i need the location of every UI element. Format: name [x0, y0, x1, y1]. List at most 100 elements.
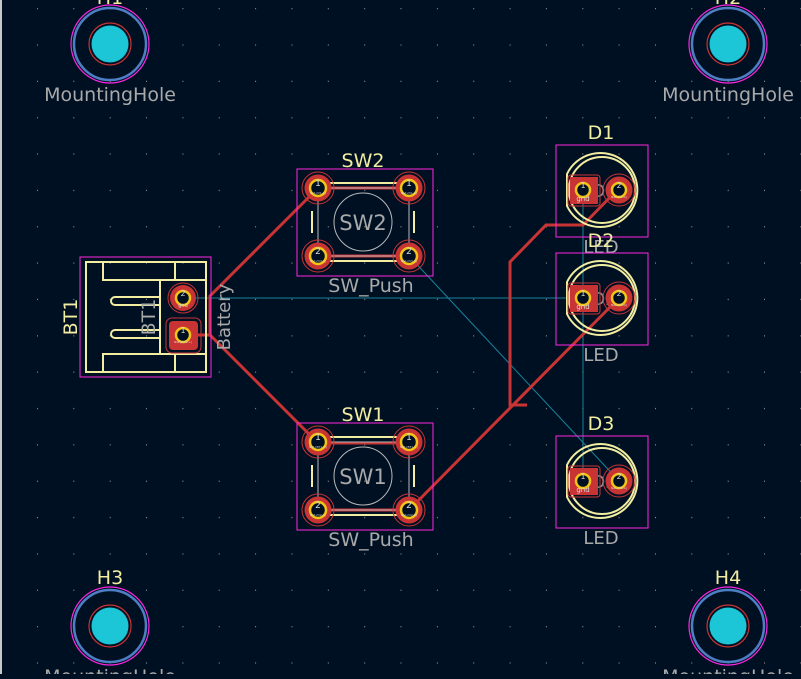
grid-dot — [727, 480, 729, 482]
grid-dot — [436, 626, 438, 628]
track-d1-route[interactable] — [508, 186, 621, 407]
grid-dot — [545, 8, 547, 10]
grid-dot — [255, 80, 257, 82]
grid-dot — [655, 589, 656, 591]
grid-dot — [291, 80, 293, 82]
grid-dot — [618, 262, 620, 264]
grid-dot — [582, 662, 584, 664]
grid-dot — [37, 189, 38, 192]
grid-dot — [509, 444, 511, 446]
grid-dot — [473, 371, 475, 373]
grid-dot — [182, 80, 184, 82]
grid-dot — [364, 553, 366, 555]
grid-dot — [146, 153, 147, 155]
grid-dot — [436, 153, 438, 155]
pad-net: Net-(D3-A) — [401, 259, 417, 263]
footprint-sw2[interactable]: SW2SW2SW_Push1Net-(D1-A)1Net-(D1-A)2Net-… — [296, 150, 434, 297]
grid-dot — [146, 407, 147, 410]
footprint-mounting-hole-h3[interactable]: H3MountingHole — [44, 567, 176, 679]
grid-dot — [109, 262, 111, 264]
grid-dot — [255, 262, 257, 264]
grid-dot — [400, 8, 402, 10]
grid-dot — [473, 153, 475, 155]
grid-dot — [727, 516, 729, 519]
grid-dot — [691, 8, 693, 10]
grid-dot — [218, 371, 220, 373]
grid-dot — [436, 262, 438, 264]
switch-reference: SW2 — [342, 150, 385, 172]
grid-dot — [691, 444, 693, 446]
pad-number: 2 — [315, 501, 321, 511]
grid-dot — [691, 262, 693, 264]
grid-dot — [73, 8, 75, 10]
grid-dot — [582, 626, 584, 628]
grid-dot — [618, 226, 620, 228]
led-reference: D2 — [588, 230, 615, 252]
grid-dot — [73, 371, 75, 373]
pad-bt1-1[interactable]: 1 Net-(BT1-+) — [165, 317, 202, 354]
track-bt1-plus-to-sw1[interactable] — [183, 333, 320, 445]
grid-dot — [545, 298, 547, 301]
footprint-mounting-hole-h2[interactable]: H2MountingHole — [662, 0, 794, 106]
grid-dot — [291, 298, 293, 301]
grid-dot — [218, 117, 220, 119]
grid-dot — [146, 117, 147, 119]
grid-dot — [291, 262, 293, 264]
courtyard — [555, 144, 649, 238]
grid-dot — [255, 8, 257, 10]
grid-dot — [727, 153, 729, 155]
grid-dot — [655, 80, 656, 82]
pad-net: Net-(D2-A) — [310, 513, 326, 517]
hole-reference: H3 — [97, 567, 123, 589]
grid-dot — [146, 298, 147, 301]
led-value: LED — [583, 345, 618, 366]
footprint-sw1[interactable]: SW1SW1SW_Push1Net-(BT1-+)1Net-(BT1-+)2Ne… — [296, 404, 434, 551]
grid-dot — [255, 444, 257, 446]
grid-dot — [37, 117, 38, 119]
grid-dot — [436, 117, 438, 119]
grid-dot — [655, 335, 656, 337]
pad-net: Net-(D1-A) — [310, 191, 326, 195]
grid-dot — [37, 153, 38, 155]
grid-dot — [218, 480, 220, 482]
grid-dot — [37, 662, 38, 664]
grid-dot — [255, 226, 257, 228]
pad-number: 2 — [616, 181, 621, 190]
grid-dot — [37, 626, 38, 628]
pad-bt1-2[interactable]: 2 gnd — [167, 282, 199, 314]
grid-dot — [291, 407, 293, 410]
grid-dot — [509, 153, 511, 155]
grid-dot — [618, 8, 620, 10]
grid-dot — [473, 335, 475, 337]
grid-dot — [655, 553, 656, 555]
hole-drill — [91, 607, 129, 645]
grid-dot — [727, 117, 729, 119]
grid-dot — [37, 553, 38, 555]
grid-dot — [400, 407, 402, 410]
footprint-mounting-hole-h1[interactable]: H1MountingHole — [44, 0, 176, 106]
grid-dot — [691, 335, 693, 337]
grid-dot — [291, 480, 293, 482]
grid-dot — [73, 553, 75, 555]
footprint-bt1[interactable]: BT1 BT1 Battery 2 gnd 1 Net-(BT1-+) — [60, 256, 235, 378]
grid-dot — [691, 407, 693, 410]
footprint-mounting-hole-h4[interactable]: H4MountingHole — [662, 567, 794, 679]
